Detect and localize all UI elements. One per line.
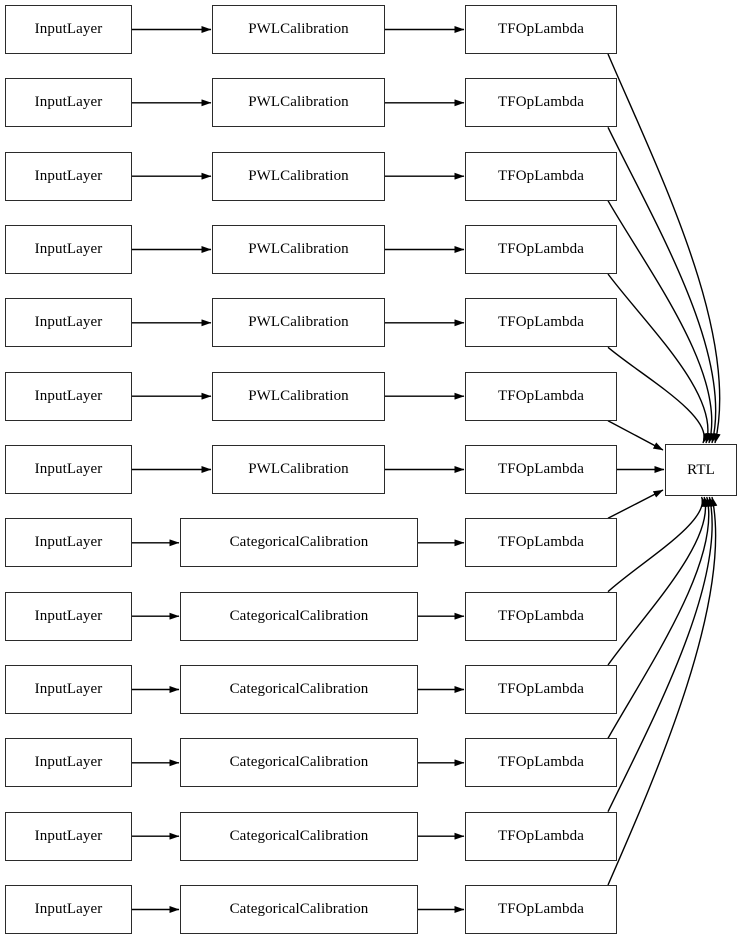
lambda-node-11[interactable]: TFOpLambda bbox=[465, 811, 617, 861]
calibration-node-12[interactable]: CategoricalCalibration bbox=[180, 885, 418, 934]
lambda-node-1[interactable]: TFOpLambda bbox=[465, 78, 617, 128]
calibration-node-5[interactable]: PWLCalibration bbox=[212, 371, 385, 421]
lambda-node-9[interactable]: TFOpLambda bbox=[465, 665, 617, 714]
input-layer-node-6[interactable]: InputLayer bbox=[5, 445, 132, 494]
input-layer-node-6-label: InputLayer bbox=[34, 461, 103, 477]
lambda-node-7-label: TFOpLambda bbox=[498, 534, 584, 551]
lambda-node-6[interactable]: TFOpLambda bbox=[465, 445, 617, 494]
lambda-node-0-label: TFOpLambda bbox=[498, 21, 584, 37]
input-layer-node-0-label: InputLayer bbox=[34, 21, 103, 37]
lambda-node-1-label: TFOpLambda bbox=[498, 94, 584, 111]
lambda-node-6-label: TFOpLambda bbox=[498, 461, 584, 477]
input-layer-node-8[interactable]: InputLayer bbox=[5, 591, 132, 641]
calibration-node-11-label: CategoricalCalibration bbox=[229, 827, 369, 844]
lambda-node-3[interactable]: TFOpLambda bbox=[465, 225, 617, 274]
calibration-node-0[interactable]: PWLCalibration bbox=[212, 5, 385, 54]
calibration-node-2-label: PWLCalibration bbox=[248, 167, 349, 184]
lambda-node-12-label: TFOpLambda bbox=[498, 901, 584, 917]
input-layer-node-11[interactable]: InputLayer bbox=[5, 811, 132, 861]
calibration-node-9-label: CategoricalCalibration bbox=[229, 681, 369, 697]
lambda-node-9-label: TFOpLambda bbox=[498, 681, 584, 697]
rtl-node-label: RTL bbox=[687, 461, 715, 478]
input-layer-node-7-label: InputLayer bbox=[34, 534, 103, 551]
input-layer-node-4-label: InputLayer bbox=[34, 314, 103, 331]
input-layer-node-12[interactable]: InputLayer bbox=[5, 885, 132, 934]
lambda-node-2[interactable]: TFOpLambda bbox=[465, 151, 617, 201]
input-layer-node-11-label: InputLayer bbox=[34, 827, 103, 844]
calibration-node-3[interactable]: PWLCalibration bbox=[212, 225, 385, 274]
input-layer-node-3[interactable]: InputLayer bbox=[5, 225, 132, 274]
input-layer-node-4[interactable]: InputLayer bbox=[5, 298, 132, 348]
lambda-node-5-label: TFOpLambda bbox=[498, 387, 584, 404]
calibration-node-10[interactable]: CategoricalCalibration bbox=[180, 738, 418, 788]
calibration-node-12-label: CategoricalCalibration bbox=[229, 901, 369, 917]
calibration-node-5-label: PWLCalibration bbox=[248, 387, 349, 404]
input-layer-node-1[interactable]: InputLayer bbox=[5, 78, 132, 128]
calibration-node-2[interactable]: PWLCalibration bbox=[212, 151, 385, 201]
input-layer-node-0[interactable]: InputLayer bbox=[5, 5, 132, 54]
calibration-node-6[interactable]: PWLCalibration bbox=[212, 445, 385, 494]
calibration-node-8-label: CategoricalCalibration bbox=[229, 607, 369, 624]
lambda-node-2-label: TFOpLambda bbox=[498, 167, 584, 184]
input-layer-node-5-label: InputLayer bbox=[34, 387, 103, 404]
input-layer-node-10-label: InputLayer bbox=[34, 754, 103, 771]
input-layer-node-5[interactable]: InputLayer bbox=[5, 371, 132, 421]
calibration-node-9[interactable]: CategoricalCalibration bbox=[180, 665, 418, 714]
input-layer-node-3-label: InputLayer bbox=[34, 241, 103, 257]
calibration-node-6-label: PWLCalibration bbox=[248, 461, 349, 477]
lambda-node-7[interactable]: TFOpLambda bbox=[465, 518, 617, 568]
calibration-node-4[interactable]: PWLCalibration bbox=[212, 298, 385, 348]
lambda-node-10-label: TFOpLambda bbox=[498, 754, 584, 771]
input-layer-node-7[interactable]: InputLayer bbox=[5, 518, 132, 568]
lambda-node-12[interactable]: TFOpLambda bbox=[465, 885, 617, 934]
lambda-node-0[interactable]: TFOpLambda bbox=[465, 5, 617, 54]
calibration-node-0-label: PWLCalibration bbox=[248, 21, 349, 37]
input-layer-node-8-label: InputLayer bbox=[34, 607, 103, 624]
lambda-node-8[interactable]: TFOpLambda bbox=[465, 591, 617, 641]
lambda-node-4-label: TFOpLambda bbox=[498, 314, 584, 331]
lambda-node-10[interactable]: TFOpLambda bbox=[465, 738, 617, 788]
calibration-node-1[interactable]: PWLCalibration bbox=[212, 78, 385, 128]
calibration-node-11[interactable]: CategoricalCalibration bbox=[180, 811, 418, 861]
input-layer-node-10[interactable]: InputLayer bbox=[5, 738, 132, 788]
input-layer-node-2-label: InputLayer bbox=[34, 167, 103, 184]
calibration-node-7[interactable]: CategoricalCalibration bbox=[180, 518, 418, 568]
rtl-node[interactable]: RTL bbox=[665, 444, 737, 496]
lambda-node-11-label: TFOpLambda bbox=[498, 827, 584, 844]
input-layer-node-9-label: InputLayer bbox=[34, 681, 103, 697]
calibration-node-7-label: CategoricalCalibration bbox=[229, 534, 369, 551]
calibration-node-3-label: PWLCalibration bbox=[248, 241, 349, 257]
lambda-node-4[interactable]: TFOpLambda bbox=[465, 298, 617, 348]
input-layer-node-2[interactable]: InputLayer bbox=[5, 151, 132, 201]
lambda-node-8-label: TFOpLambda bbox=[498, 607, 584, 624]
input-layer-node-12-label: InputLayer bbox=[34, 901, 103, 917]
lambda-node-5[interactable]: TFOpLambda bbox=[465, 371, 617, 421]
lambda-node-3-label: TFOpLambda bbox=[498, 241, 584, 257]
calibration-node-4-label: PWLCalibration bbox=[248, 314, 349, 331]
input-layer-node-9[interactable]: InputLayer bbox=[5, 665, 132, 714]
calibration-node-1-label: PWLCalibration bbox=[248, 94, 349, 111]
input-layer-node-1-label: InputLayer bbox=[34, 94, 103, 111]
calibration-node-8[interactable]: CategoricalCalibration bbox=[180, 591, 418, 641]
calibration-node-10-label: CategoricalCalibration bbox=[229, 754, 369, 771]
